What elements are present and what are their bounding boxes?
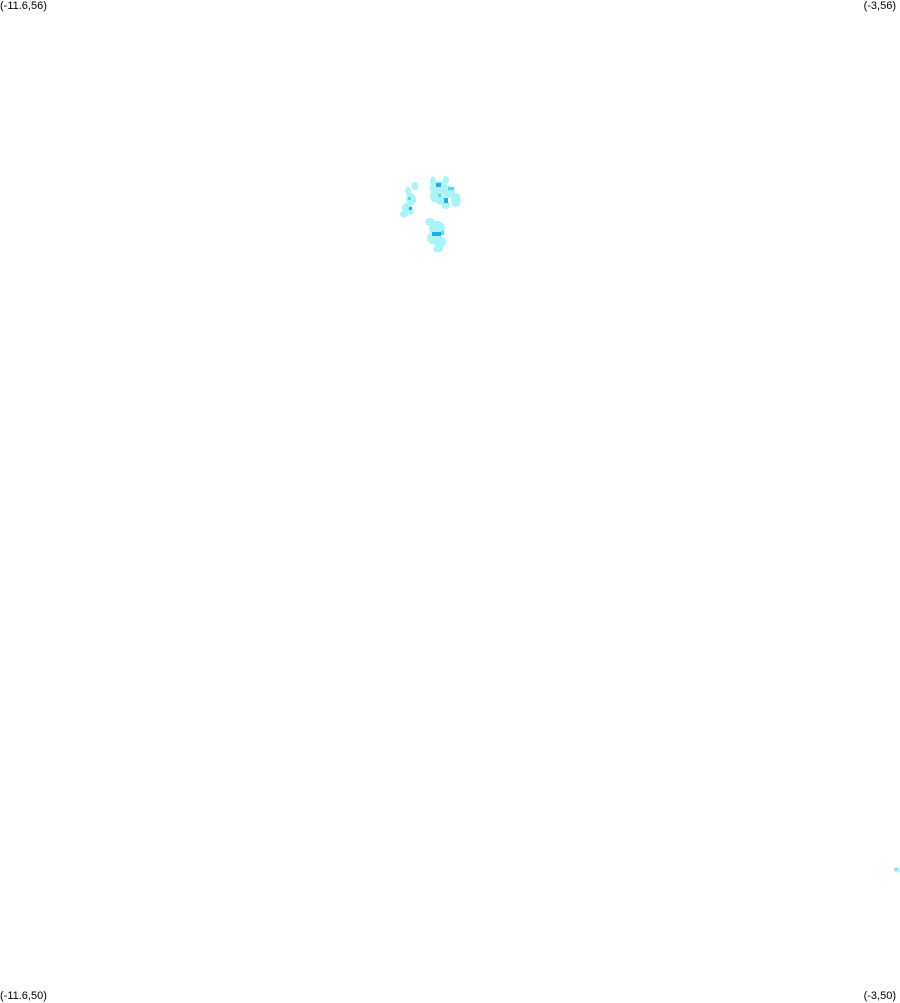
density-cell: [895, 868, 897, 870]
density-blob: [433, 246, 443, 253]
density-cell: [409, 207, 412, 210]
density-cluster-west: [400, 182, 419, 218]
density-blob: [400, 211, 408, 218]
density-cell: [441, 231, 444, 235]
density-cell: [438, 194, 441, 197]
density-point-southeast: [894, 868, 900, 873]
density-cell: [432, 232, 441, 236]
density-cell: [448, 187, 454, 190]
density-blob: [451, 193, 461, 207]
density-blob: [430, 190, 438, 202]
density-blob: [412, 182, 419, 190]
density-cell: [436, 183, 441, 187]
density-cluster-northeast: [430, 176, 461, 209]
density-cell: [444, 198, 448, 203]
density-cell: [408, 197, 411, 200]
density-cluster-south: [425, 218, 446, 253]
